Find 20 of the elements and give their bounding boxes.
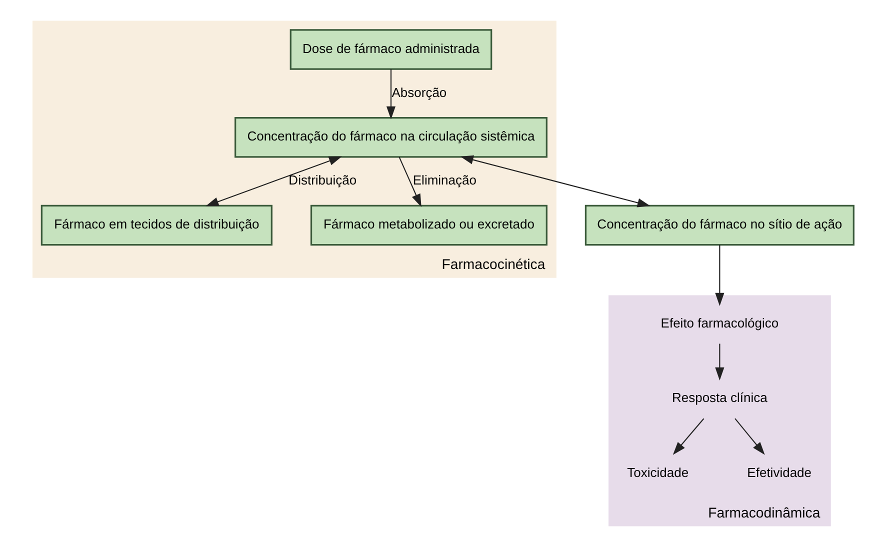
arrow (734, 418, 765, 455)
arrow (206, 156, 342, 206)
edge-label: Distribuição (288, 172, 357, 188)
edge-label: Eliminação (412, 172, 476, 188)
arrow (672, 418, 704, 455)
arrow (715, 344, 724, 380)
node-box: Fármaco em tecidos de distribuição (40, 204, 272, 246)
node-text: Toxicidade (627, 465, 689, 480)
node-text: Efetividade (747, 465, 812, 480)
edge-label: Absorção (392, 84, 447, 100)
node-box: Concentração do fármaco na circulação sistêmica (234, 117, 548, 158)
node-text: Efeito farmacológico (660, 315, 779, 330)
arrow (398, 156, 422, 208)
node-text: Resposta clínica (672, 390, 768, 406)
arrow (460, 155, 650, 208)
node-box: Concentração do fármaco no sítio de ação (584, 204, 854, 246)
arrow (386, 69, 396, 120)
node-box: Fármaco metabolizado ou excretado (310, 204, 548, 246)
node-box: Dose de fármaco administrada (290, 29, 492, 70)
arrow (715, 244, 724, 306)
